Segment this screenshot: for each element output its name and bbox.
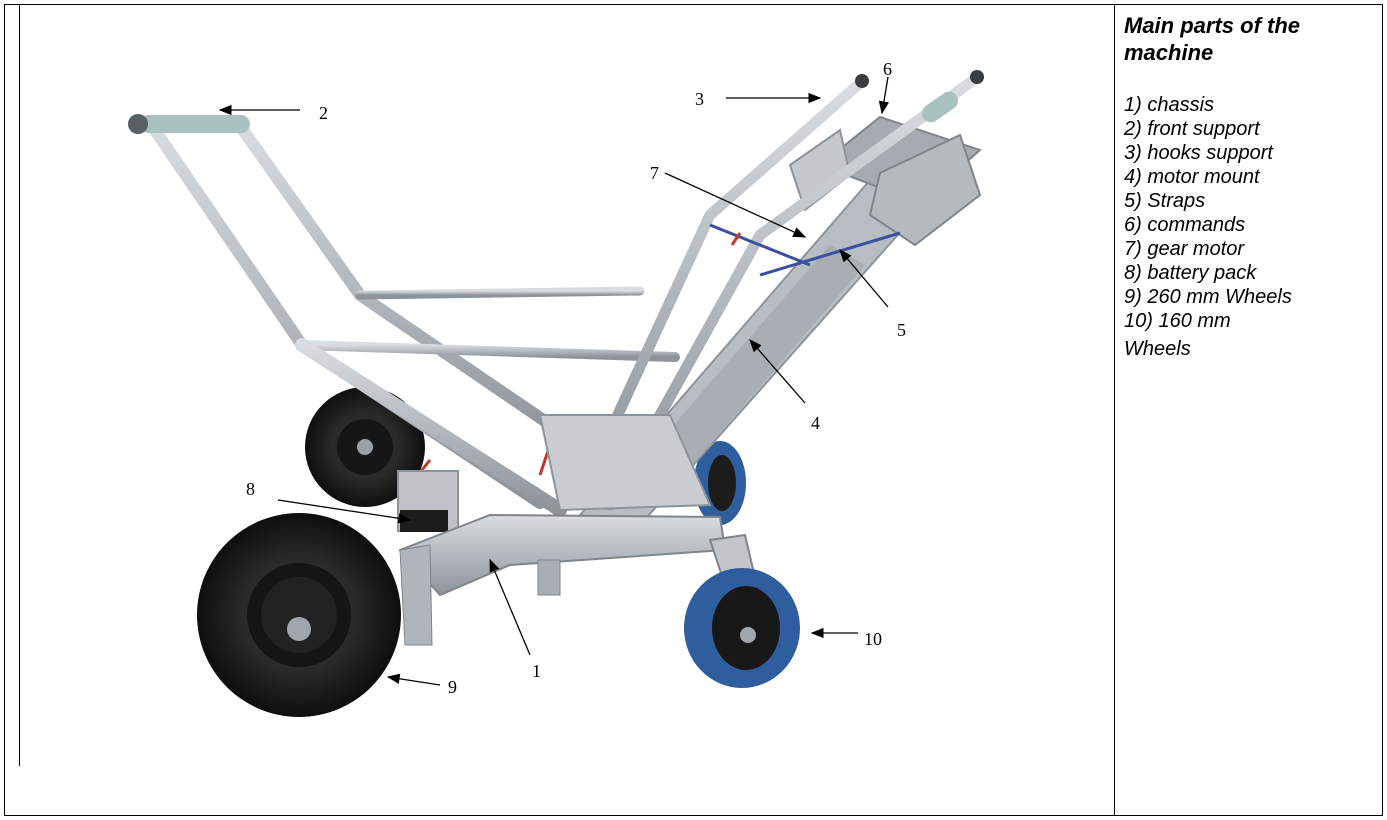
front-grip: [128, 114, 250, 134]
legend-item-160mm-wheels: Wheels: [1124, 338, 1191, 360]
small-wheel: [684, 568, 800, 688]
legend-item-motor-mount: 4) motor mount: [1124, 166, 1260, 188]
callout-5: 5: [897, 320, 906, 340]
legend-list: 1) chassis 2) front support 3) hooks sup…: [1124, 93, 1378, 361]
legend-item-hooks-support: 3) hooks support: [1124, 142, 1273, 164]
straps: [709, 223, 901, 277]
commands-box: [788, 115, 982, 247]
arrow-1: [489, 558, 531, 656]
parts-legend: Main parts of the machine 1) chassis 2) …: [1124, 12, 1378, 361]
legend-item-straps: 5) Straps: [1124, 190, 1206, 212]
callout-2: 2: [319, 103, 328, 123]
legend-item-battery-pack: 8) battery pack: [1124, 262, 1257, 284]
photo-left-border: [19, 4, 20, 766]
arrow-8: [277, 499, 412, 524]
legend-title: Main parts of the machine: [1124, 13, 1301, 65]
trolley-illustration: 1 2 3 4 5 6 7 8 9 10: [128, 59, 984, 717]
legend-item-160mm: 10) 160 mm: [1124, 310, 1231, 332]
arrow-7: [664, 172, 807, 238]
chassis: [398, 513, 767, 646]
callout-arrows: [218, 76, 890, 686]
callout-8: 8: [246, 479, 255, 499]
callout-10: 10: [864, 629, 882, 649]
legend-item-gear-motor: 7) gear motor: [1124, 238, 1245, 260]
battery-pack: [397, 470, 459, 532]
legend-item-front-support: 2) front support: [1124, 118, 1260, 140]
arrow-5: [839, 249, 889, 308]
callout-9: 9: [448, 677, 457, 697]
front-support: [144, 117, 680, 517]
rear-back-wheel: [305, 387, 425, 507]
callout-3: 3: [695, 89, 704, 109]
machine-photo: 1 2 3 4 5 6 7 8 9 10: [20, 5, 1114, 765]
legend-item-chassis: 1) chassis: [1124, 94, 1215, 116]
callout-4: 4: [811, 413, 820, 433]
table-frame: [4, 4, 1383, 816]
arrow-6: [878, 76, 890, 115]
callout-labels: 1 2 3 4 5 6 7 8 9 10: [246, 59, 906, 697]
callout-6: 6: [883, 59, 892, 79]
legend-item-260mm-wheels: 9) 260 mm Wheels: [1124, 286, 1292, 308]
platform-plate: [538, 414, 712, 512]
column-divider: [1114, 4, 1115, 816]
arrow-9: [386, 673, 441, 686]
callout-1: 1: [532, 661, 541, 681]
callout-7: 7: [650, 163, 659, 183]
arrow-4: [749, 339, 806, 404]
large-wheel: [197, 513, 401, 717]
rail-caps: [855, 70, 984, 123]
legend-item-commands: 6) commands: [1124, 214, 1246, 236]
